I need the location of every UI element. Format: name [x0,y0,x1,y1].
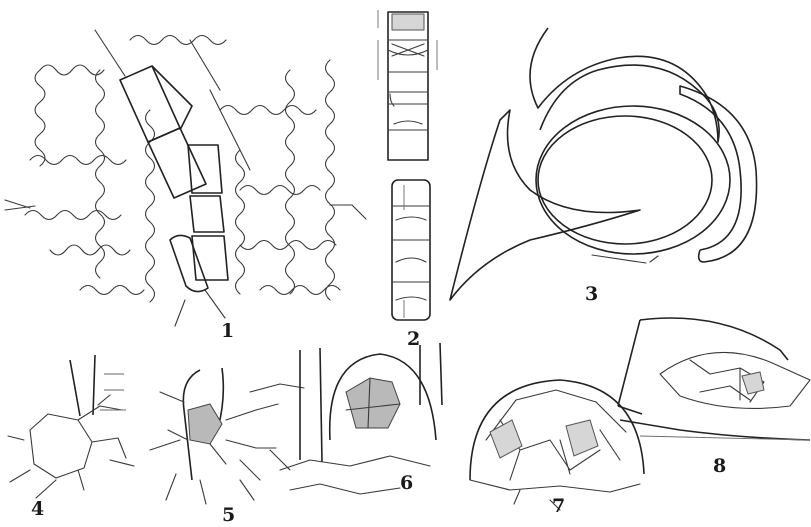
figure-1-label: 1 [221,322,234,341]
figure-6-label: 6 [400,474,413,493]
figure-5-label: 5 [222,506,235,525]
figure-6-cells [270,343,442,494]
figure-1-epidermis [5,30,366,326]
figure-7-cells [470,380,644,510]
figure-2-label: 2 [407,330,420,349]
figure-3-section [450,28,757,300]
figure-8-label: 8 [713,457,726,476]
figure-3-label: 3 [585,285,598,304]
figure-5-cells [150,368,304,504]
figure-4-label: 4 [31,500,44,519]
figure-2-cell-files [378,10,437,320]
figure-7-label: 7 [552,497,565,516]
figure-4-cells [8,355,134,498]
figure-8-tissue [618,318,810,440]
